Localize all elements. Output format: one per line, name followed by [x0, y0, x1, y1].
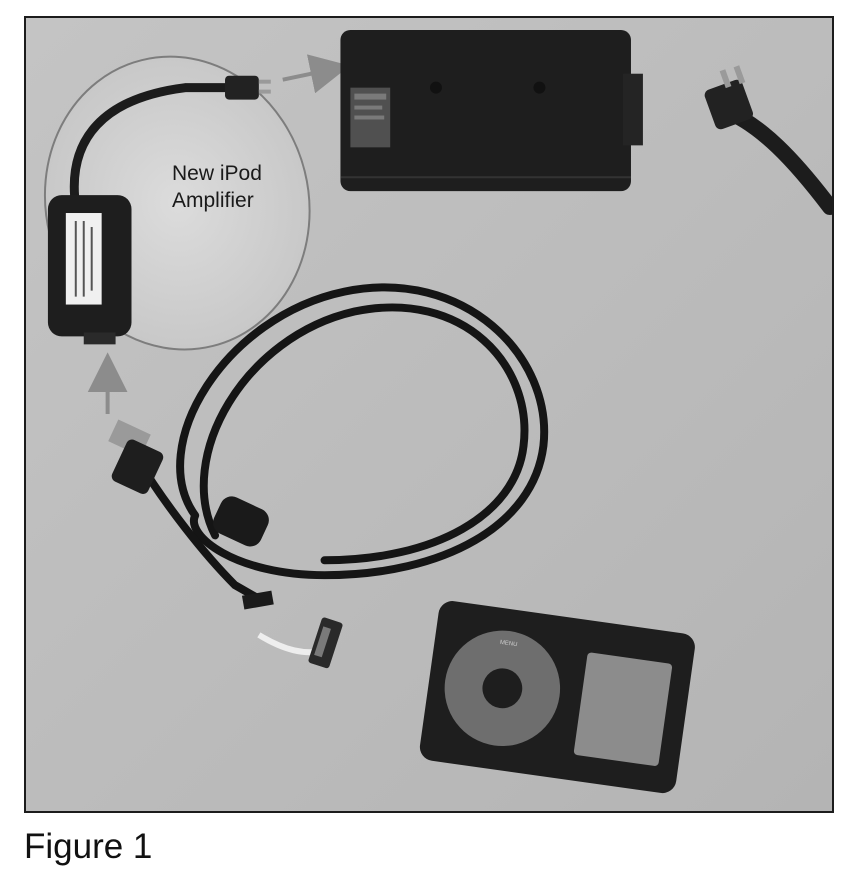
amplifier-dongle-icon	[47, 195, 132, 345]
power-adapter-icon	[340, 29, 643, 192]
wall-plug-icon	[704, 65, 832, 216]
arrow-to-adapter	[282, 54, 350, 94]
amplifier-callout-label: New iPod Amplifier	[172, 160, 262, 214]
amplifier-plug-icon	[225, 75, 271, 100]
photo-frame: MENU New iPod Amplifier	[24, 16, 834, 813]
photo-illustration: MENU	[26, 18, 832, 811]
svg-text:MENU: MENU	[499, 640, 517, 648]
callout-line-2: Amplifier	[172, 189, 254, 212]
ferrite-bead-icon	[213, 496, 269, 547]
dock-connector-icon	[241, 590, 343, 669]
amplifier-cable	[69, 83, 240, 212]
ipod-icon: MENU	[419, 601, 695, 794]
callout-line-1: New iPod	[172, 162, 262, 185]
figure-caption: Figure 1	[24, 827, 153, 866]
usb-plug-icon	[108, 419, 164, 494]
